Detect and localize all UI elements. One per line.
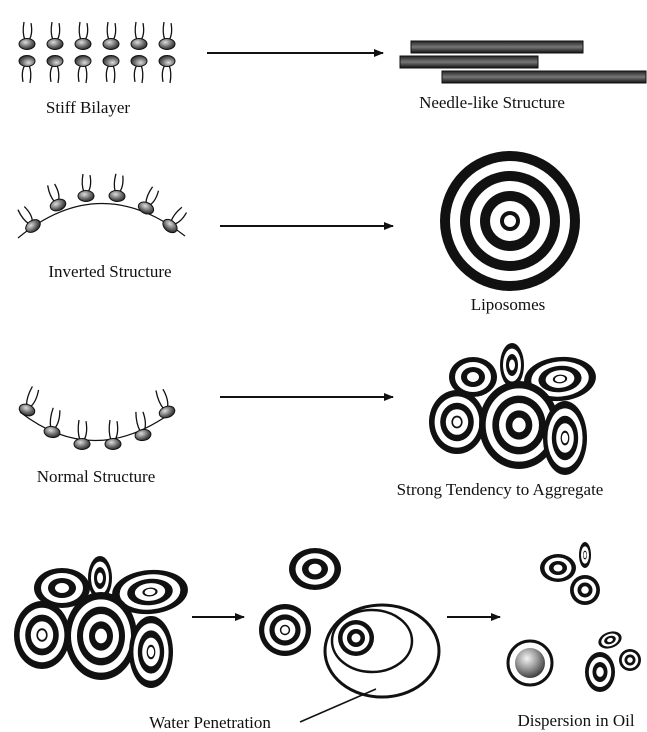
- vesicle-icon: [540, 554, 576, 582]
- water-penetration-pointer: [300, 689, 376, 722]
- lipid-molecule-icon: [103, 22, 119, 50]
- vesicle-icon: [259, 604, 311, 656]
- lipid-molecule-icon: [43, 182, 67, 213]
- lipid-molecule-icon: [131, 22, 147, 50]
- vesicle-icon: [338, 620, 374, 656]
- lipid-molecule-icon: [159, 56, 175, 84]
- dispersion-label: Dispersion in Oil: [517, 711, 634, 730]
- vesicle-icon: [579, 542, 591, 568]
- lipid-molecule-icon: [105, 420, 121, 450]
- stiff-bilayer-label: Stiff Bilayer: [46, 98, 131, 117]
- dispersion-in-oil-icon: [508, 542, 641, 692]
- vesicle-icon: [570, 575, 600, 605]
- lipid-molecule-icon: [103, 56, 119, 84]
- liposomes-label: Liposomes: [471, 295, 546, 314]
- vesicle-icon: [619, 649, 641, 671]
- lipid-molecule-icon: [131, 56, 147, 84]
- lipid-molecule-icon: [75, 22, 91, 50]
- oil-droplet-core: [515, 648, 545, 678]
- lipid-molecule-icon: [159, 22, 175, 50]
- inverted-structure-icon: [14, 173, 190, 238]
- vesicle-icon: [289, 548, 341, 590]
- vesicle-icon: [596, 628, 624, 651]
- lipid-molecule-icon: [19, 22, 35, 50]
- lipid-molecule-icon: [151, 387, 176, 420]
- lipid-molecule-icon: [14, 203, 43, 235]
- vesicle-icon: [429, 390, 485, 454]
- lipid-molecule-icon: [136, 185, 162, 217]
- vesicle-icon: [543, 401, 587, 475]
- lipid-molecule-icon: [75, 56, 91, 84]
- stiff-bilayer-icon: [19, 22, 175, 83]
- lipid-molecule-icon: [19, 56, 35, 84]
- lipid-molecule-icon: [47, 56, 63, 84]
- lipid-molecule-icon: [131, 410, 152, 442]
- lipid-molecule-icon: [109, 173, 127, 202]
- water-penetration-label: Water Penetration: [149, 713, 271, 732]
- lipid-molecule-icon: [78, 174, 94, 202]
- needle-like-structure-icon: [400, 41, 646, 83]
- lipid-molecule-icon: [160, 204, 190, 235]
- lipid-molecule-icon: [18, 385, 43, 418]
- bottom-aggregate-icon: [14, 556, 190, 688]
- water-penetration-icon: [259, 548, 439, 697]
- normal-structure-icon: [18, 385, 177, 450]
- aggregate-cluster-icon: [429, 343, 598, 475]
- liposome-icon: [440, 151, 580, 291]
- needle-like-label: Needle-like Structure: [419, 93, 565, 112]
- lipid-molecule-icon: [74, 420, 90, 450]
- vesicle-icon: [129, 616, 173, 688]
- vesicle-icon: [65, 592, 137, 680]
- normal-structure-label: Normal Structure: [37, 467, 156, 486]
- vesicle-icon: [14, 601, 70, 669]
- vesicle-icon: [585, 652, 615, 692]
- vesicle-icon: [500, 343, 524, 387]
- lipid-molecule-icon: [47, 22, 63, 50]
- inverted-structure-label: Inverted Structure: [48, 262, 171, 281]
- lipid-molecule-icon: [43, 407, 64, 439]
- aggregate-label: Strong Tendency to Aggregate: [397, 480, 604, 499]
